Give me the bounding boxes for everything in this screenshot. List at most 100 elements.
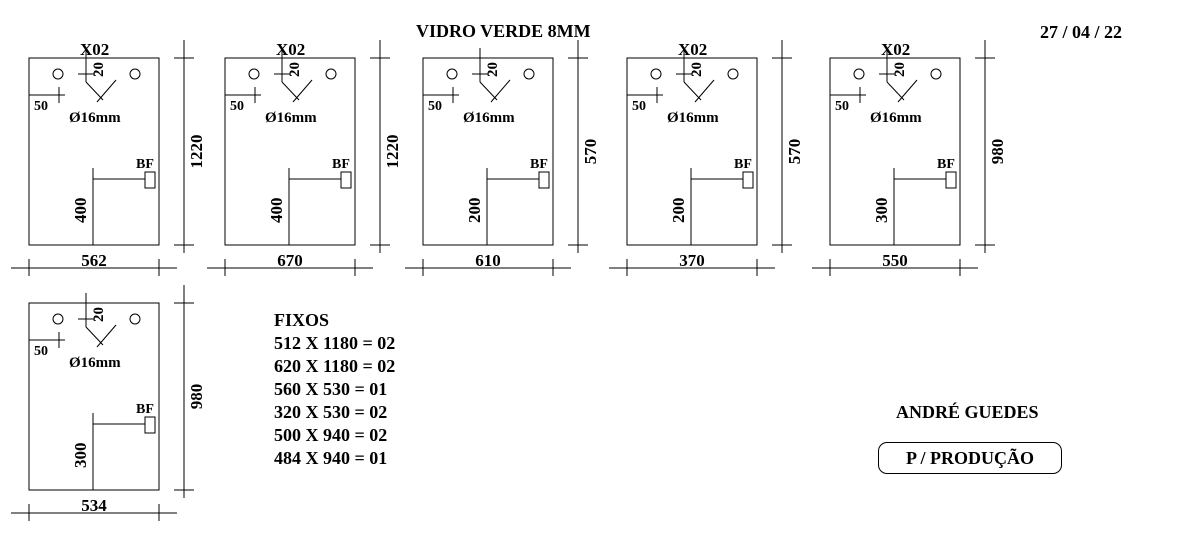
piece-outline (422, 57, 554, 246)
height-label: 980 (187, 384, 206, 410)
bf-box (538, 171, 550, 189)
height-label: 1220 (187, 135, 206, 169)
bf-height-label: 200 (465, 198, 484, 224)
hole-circle (727, 68, 739, 80)
offset-side-label: 50 (428, 99, 442, 114)
width-label: 562 (81, 251, 107, 270)
production-stamp: P / PRODUÇÃO (878, 442, 1062, 474)
piece-outline (626, 57, 758, 246)
fixos-item: 320 X 530 = 02 (274, 402, 388, 422)
quantity-label: X02 (80, 40, 109, 59)
dimension-line (886, 81, 905, 101)
offset-side-label: 50 (34, 99, 48, 114)
dimension-line (490, 79, 511, 103)
hole-diameter-label: Ø16mm (667, 110, 719, 126)
height-label: 570 (785, 139, 804, 165)
hole-circle (52, 68, 64, 80)
drawing-title: VIDRO VERDE 8MM (416, 21, 591, 41)
bf-box (742, 171, 754, 189)
width-label: 610 (475, 251, 501, 270)
hole-diameter-label: Ø16mm (69, 355, 121, 371)
piece-outline (829, 57, 961, 246)
bf-box (340, 171, 352, 189)
hole-circle (52, 313, 64, 325)
dimension-line (694, 79, 715, 103)
bf-height-label: 300 (71, 443, 90, 469)
offset-side-label: 50 (230, 99, 244, 114)
hole-circle (248, 68, 260, 80)
bf-box (144, 416, 156, 434)
hole-circle (523, 68, 535, 80)
hole-circle (129, 313, 141, 325)
width-label: 370 (679, 251, 705, 270)
hole-circle (853, 68, 865, 80)
bf-height-label: 300 (872, 198, 891, 224)
fixos-item: 484 X 940 = 01 (274, 448, 388, 468)
quantity-label: X02 (678, 40, 707, 59)
bf-box (945, 171, 957, 189)
hole-circle (446, 68, 458, 80)
offset-top-label: 20 (485, 62, 501, 77)
dimension-line (96, 79, 117, 103)
height-label: 980 (988, 139, 1007, 165)
bf-label: BF (734, 157, 752, 172)
hole-circle (325, 68, 337, 80)
offset-top-label: 20 (287, 62, 303, 77)
bf-label: BF (332, 157, 350, 172)
bf-height-label: 200 (669, 198, 688, 224)
fixos-item: 500 X 940 = 02 (274, 425, 388, 445)
bf-height-label: 400 (267, 198, 286, 224)
dimension-line (292, 79, 313, 103)
dimension-line (85, 326, 104, 346)
hole-diameter-label: Ø16mm (265, 110, 317, 126)
bf-label: BF (136, 402, 154, 417)
offset-top-label: 20 (892, 62, 908, 77)
quantity-label: X02 (276, 40, 305, 59)
offset-top-label: 20 (91, 307, 107, 322)
width-label: 670 (277, 251, 303, 270)
hole-diameter-label: Ø16mm (69, 110, 121, 126)
fixos-heading: FIXOS (274, 310, 330, 330)
offset-top-label: 20 (689, 62, 705, 77)
offset-top-label: 20 (91, 62, 107, 77)
drawing-date: 27 / 04 / 22 (1040, 22, 1123, 42)
hole-diameter-label: Ø16mm (870, 110, 922, 126)
piece-outline (28, 302, 160, 491)
author-name: ANDRÉ GUEDES (896, 402, 1039, 422)
dimension-line (897, 79, 918, 103)
bf-height-label: 400 (71, 198, 90, 224)
fixos-list: FIXOS 512 X 1180 = 02 620 X 1180 = 02 56… (274, 309, 395, 470)
dimension-line (479, 81, 498, 101)
bf-label: BF (937, 157, 955, 172)
height-label: 570 (581, 139, 600, 165)
height-label: 1220 (383, 135, 402, 169)
quantity-label: X02 (881, 40, 910, 59)
dimension-line (281, 81, 300, 101)
fixos-item: 512 X 1180 = 02 (274, 333, 396, 353)
piece-outline (224, 57, 356, 246)
width-label: 550 (882, 251, 908, 270)
offset-side-label: 50 (34, 344, 48, 359)
bf-box (144, 171, 156, 189)
width-label: 534 (81, 496, 107, 515)
hole-circle (930, 68, 942, 80)
dimension-line (96, 324, 117, 348)
fixos-item: 560 X 530 = 01 (274, 379, 388, 399)
fixos-item: 620 X 1180 = 02 (274, 356, 396, 376)
hole-circle (650, 68, 662, 80)
hole-diameter-label: Ø16mm (463, 110, 515, 126)
dimension-line (85, 81, 104, 101)
piece-outline (28, 57, 160, 246)
bf-label: BF (530, 157, 548, 172)
offset-side-label: 50 (835, 99, 849, 114)
hole-circle (129, 68, 141, 80)
dimension-line (683, 81, 702, 101)
offset-side-label: 50 (632, 99, 646, 114)
